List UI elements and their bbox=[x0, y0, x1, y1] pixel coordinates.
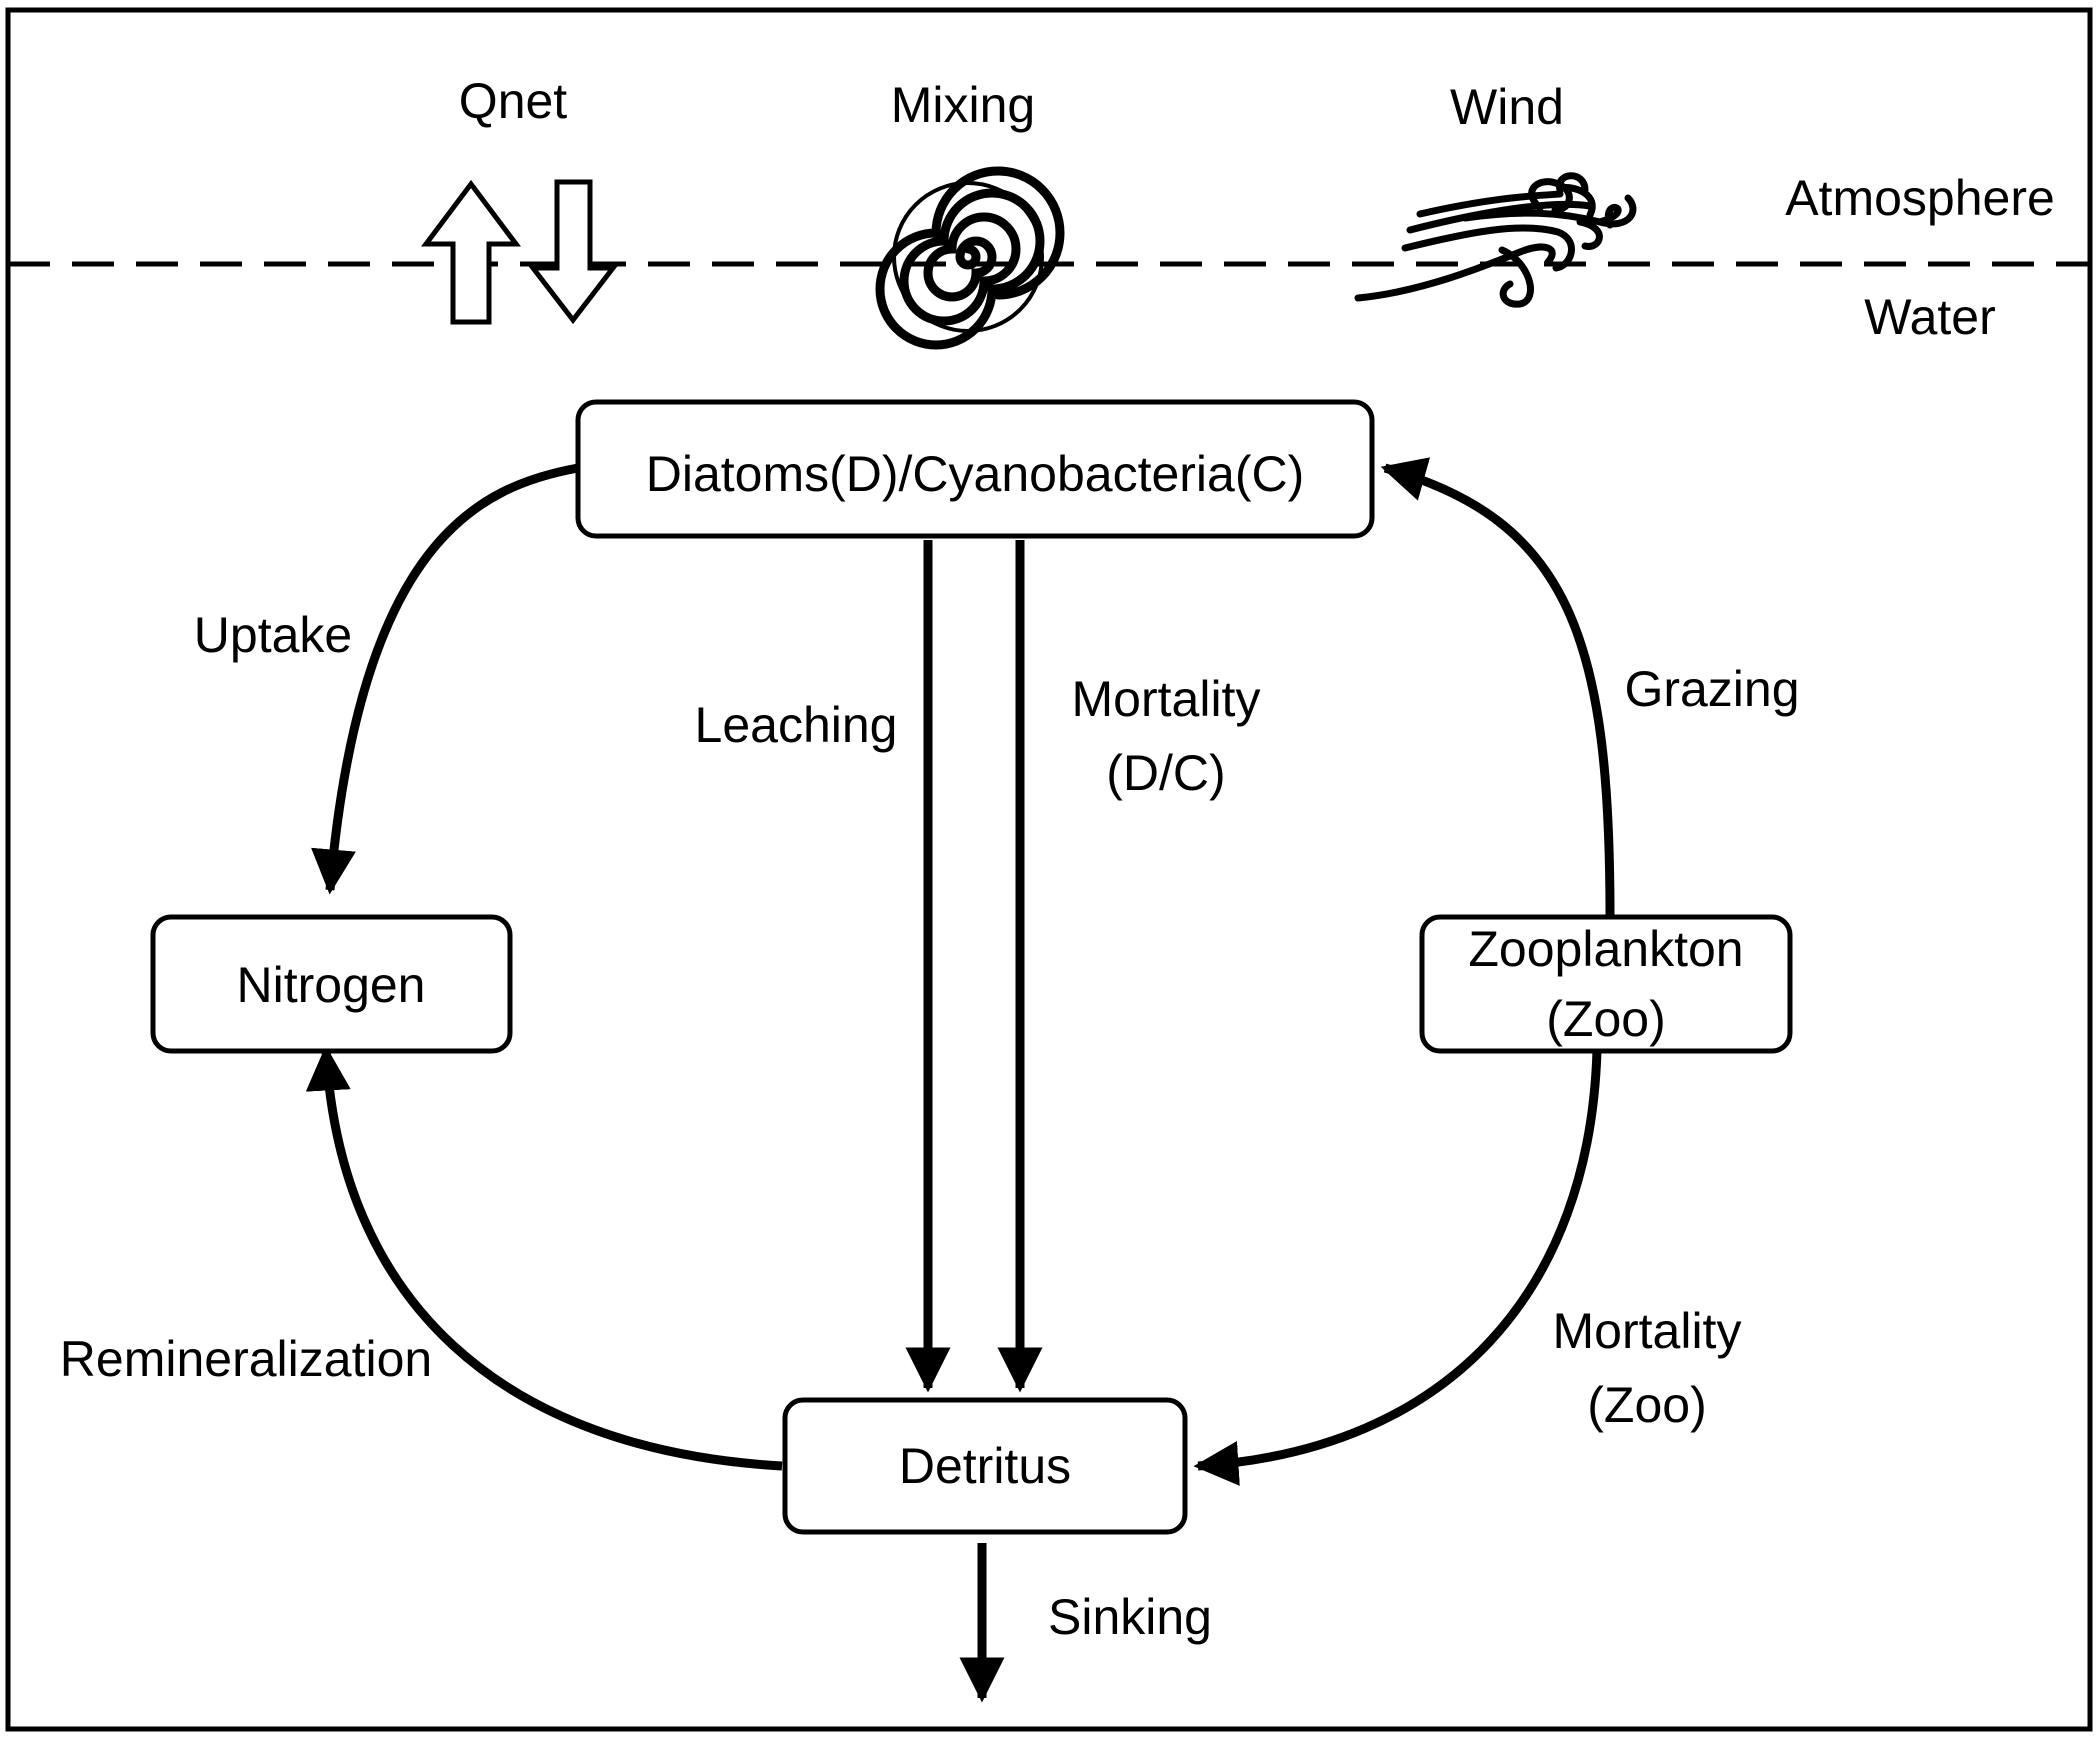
phytoplankton-box-label: Diatoms(D)/Cyanobacteria(C) bbox=[646, 446, 1305, 502]
leaching-label: Leaching bbox=[695, 697, 898, 753]
uptake-label: Uptake bbox=[194, 607, 352, 663]
remineralization-label: Remineralization bbox=[60, 1331, 432, 1387]
wind-label: Wind bbox=[1450, 79, 1564, 135]
detritus-box-label: Detritus bbox=[899, 1438, 1071, 1494]
zooplankton-box bbox=[1419, 914, 1793, 1054]
qnet-label: Qnet bbox=[459, 73, 568, 129]
phytoplankton-box bbox=[575, 399, 1375, 539]
grazing-label: Grazing bbox=[1624, 661, 1799, 717]
mortality-zoo-label-line1: Mortality bbox=[1553, 1303, 1742, 1359]
water-label: Water bbox=[1864, 289, 1996, 345]
mixing-label: Mixing bbox=[891, 77, 1035, 133]
heat-flux-down-arrow-icon bbox=[527, 179, 619, 325]
mortality-zoo-label-line2: (Zoo) bbox=[1587, 1377, 1706, 1433]
mortality-dc-label-line2: (D/C) bbox=[1106, 745, 1225, 801]
mortality-dc-label-line1: Mortality bbox=[1072, 671, 1261, 727]
outer-frame bbox=[5, 7, 2093, 1732]
wind-icon bbox=[1354, 172, 1637, 308]
zooplankton-box-label-line2: (Zoo) bbox=[1546, 991, 1665, 1047]
mortality-zoo-arrow bbox=[1193, 1049, 1602, 1486]
zooplankton-box-label-line1: Zooplankton bbox=[1468, 921, 1743, 977]
mixing-spiral-icon bbox=[875, 166, 1065, 350]
remineralization-arrow bbox=[305, 1045, 783, 1471]
heat-flux-up-arrow-icon bbox=[421, 179, 521, 325]
detritus-box bbox=[782, 1397, 1188, 1535]
nitrogen-box-label: Nitrogen bbox=[237, 957, 426, 1013]
atmosphere-label: Atmosphere bbox=[1785, 170, 2055, 226]
sinking-label: Sinking bbox=[1048, 1589, 1212, 1645]
nitrogen-box bbox=[150, 914, 513, 1054]
grazing-arrow bbox=[1380, 457, 1615, 917]
uptake-arrow bbox=[311, 463, 579, 895]
